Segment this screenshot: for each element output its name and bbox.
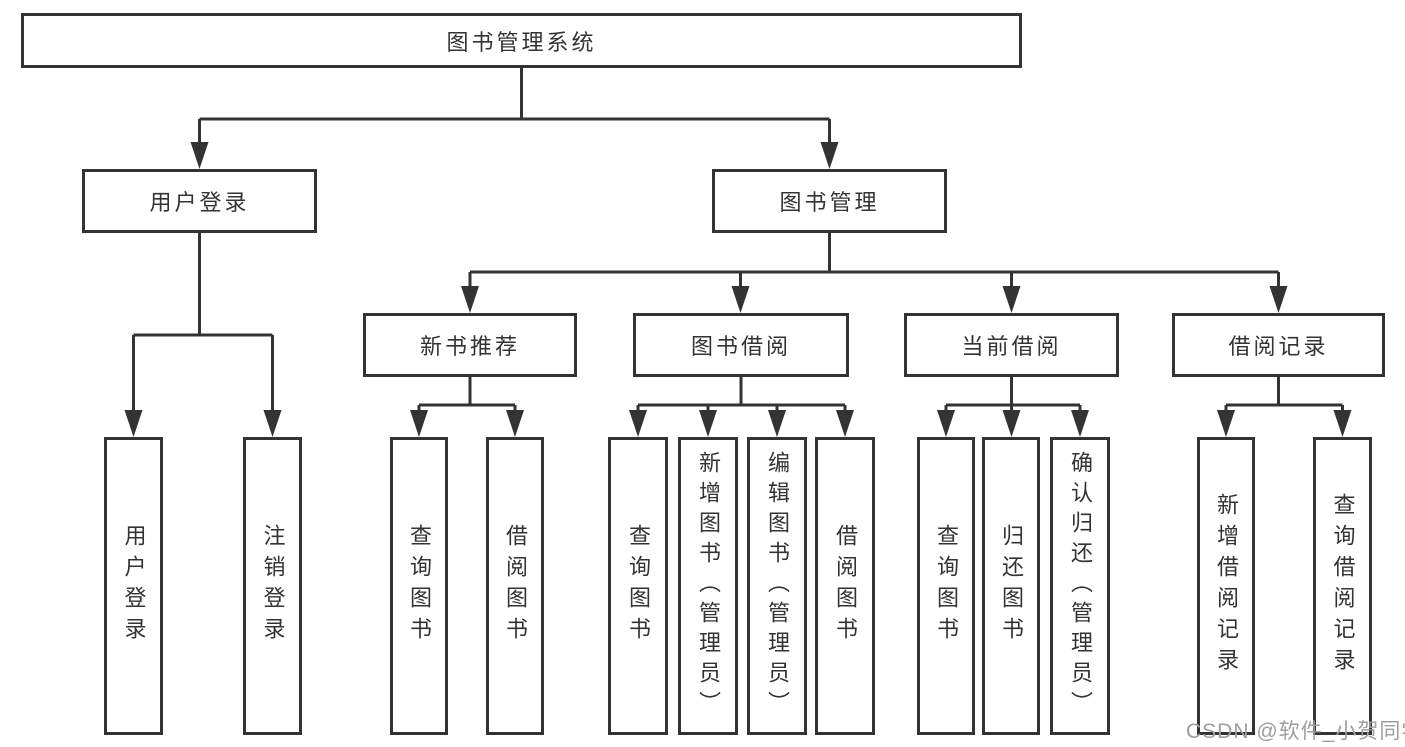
- node-book-management: 图书管理: [712, 169, 947, 233]
- csdn-watermark: CSDN @软件_小贺同学: [1186, 720, 1405, 743]
- leaf-query-books-recommend: 查询图书: [390, 437, 448, 735]
- connector-user-login-to-leaves: [132, 233, 274, 417]
- connector-borrow-records-to-leaves: [1224, 377, 1344, 417]
- arrowheads: [124, 142, 1352, 437]
- connector-book-borrow-to-leaves: [636, 377, 847, 417]
- leaf-add-borrow-record: 新增借阅记录: [1197, 437, 1255, 735]
- connector-root-to-level2: [198, 68, 831, 149]
- leaf-query-books-current: 查询图书: [917, 437, 975, 735]
- leaf-edit-books-admin: 编辑图书（管理员）: [747, 437, 807, 735]
- connector-book-management-to-level3: [468, 233, 1280, 293]
- node-current-borrowing: 当前借阅: [904, 313, 1119, 377]
- node-root-library-management-system: 图书管理系统: [21, 13, 1022, 68]
- node-borrowing-records: 借阅记录: [1172, 313, 1385, 377]
- leaf-confirm-return-admin: 确认归还（管理员）: [1050, 437, 1110, 735]
- connector-new-book-to-leaves: [417, 377, 517, 417]
- leaf-query-books-borrowing: 查询图书: [608, 437, 668, 735]
- leaf-borrow-books-borrowing: 借阅图书: [815, 437, 875, 735]
- leaf-return-books: 归还图书: [982, 437, 1040, 735]
- node-book-borrowing: 图书借阅: [633, 313, 849, 377]
- leaf-logout: 注销登录: [243, 437, 302, 735]
- node-user-login: 用户登录: [82, 169, 317, 233]
- node-new-book-recommendation: 新书推荐: [363, 313, 577, 377]
- leaf-user-login: 用户登录: [104, 437, 163, 735]
- leaf-add-books-admin: 新增图书（管理员）: [678, 437, 738, 735]
- leaf-query-borrow-record: 查询借阅记录: [1313, 437, 1372, 735]
- leaf-borrow-books-recommend: 借阅图书: [486, 437, 544, 735]
